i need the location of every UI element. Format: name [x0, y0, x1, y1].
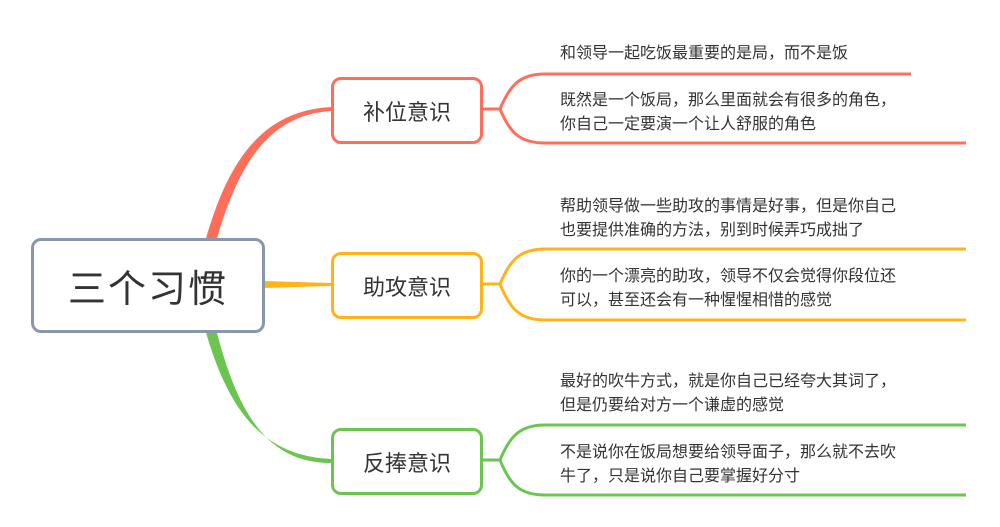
- subtopic-line: 最好的吹牛方式，就是你自己已经夸大其词了，: [560, 371, 897, 390]
- branch-topic-2[interactable]: 反捧意识: [331, 428, 483, 495]
- branch-topic-0[interactable]: 补位意识: [331, 77, 483, 144]
- link-central-to-branch-0-shape: [205, 107, 331, 242]
- subtopic[interactable]: 你的一个漂亮的助攻，领导不仅会觉得你段位还 可以，甚至还会有一种惺惺相惜的感觉: [560, 264, 896, 312]
- subtopic-line: 但是仍要给对方一个谦虚的感觉: [560, 395, 785, 414]
- subtopic-line: 你自己一定要演一个让人舒服的角色: [560, 114, 817, 133]
- branch-2-curve-top: [498, 423, 966, 461]
- branch-topic-label: 反捧意识: [362, 451, 451, 477]
- branch-topic-label: 补位意识: [362, 100, 451, 126]
- subtopic-line: 可以，甚至还会有一种惺惺相惜的感觉: [560, 290, 833, 309]
- link-central-to-branch-1: [262, 281, 331, 288]
- subtopic-line: 既然是一个饭局，那么里面就会有很多的角色，: [560, 90, 897, 109]
- subtopic-line: 不是说你在饭局想要给领导面子，那么就不去吹: [560, 442, 897, 461]
- subtopic-line: 牛了，只是说你自己要掌握好分寸: [560, 466, 801, 485]
- branch-0-curve-top: [498, 72, 911, 110]
- branch-0-curve-bottom: [498, 108, 966, 145]
- subtopic[interactable]: 不是说你在饭局想要给领导面子，那么就不去吹 牛了，只是说你自己要掌握好分寸: [560, 440, 896, 488]
- branch-topic-label: 助攻意识: [362, 275, 451, 301]
- subtopic[interactable]: 最好的吹牛方式，就是你自己已经夸大其词了， 但是仍要给对方一个谦虚的感觉: [560, 369, 896, 417]
- link-central-to-branch-2-shape: [205, 329, 331, 463]
- central-topic[interactable]: 三个习惯: [31, 238, 265, 333]
- subtopic[interactable]: 和领导一起吃饭最重要的是局，而不是饭: [560, 41, 848, 65]
- branch-topic-1[interactable]: 助攻意识: [331, 252, 483, 319]
- branch-1-curve-bottom: [498, 283, 966, 322]
- subtopic-line: 帮助领导做一些助攻的事情是好事，但是你自己: [560, 196, 897, 215]
- subtopic-line: 和领导一起吃饭最重要的是局，而不是饭: [560, 43, 849, 62]
- subtopic-line: 你的一个漂亮的助攻，领导不仅会觉得你段位还: [560, 266, 897, 285]
- branch-1-curve-top: [498, 247, 966, 285]
- branch-2-curve-bottom: [498, 459, 966, 497]
- central-topic-label: 三个习惯: [67, 267, 228, 311]
- subtopic[interactable]: 既然是一个饭局，那么里面就会有很多的角色， 你自己一定要演一个让人舒服的角色: [560, 88, 896, 136]
- subtopic-line: 也要提供准确的方法，别到时候弄巧成拙了: [560, 220, 865, 239]
- subtopic[interactable]: 帮助领导做一些助攻的事情是好事，但是你自己 也要提供准确的方法，别到时候弄巧成拙…: [560, 194, 896, 242]
